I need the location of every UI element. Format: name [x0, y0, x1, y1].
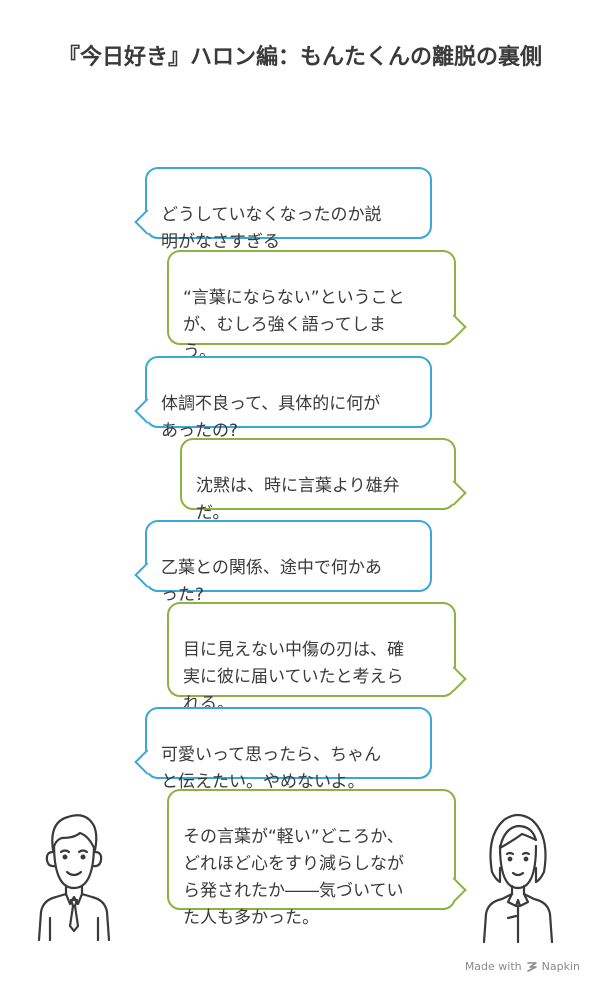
bubble-text: どうしていなくなったのか説 明がなさすぎる [161, 205, 382, 252]
speech-bubble-6: 目に見えない中傷の刃は、確 実に彼に届いていたと考えら れる。 [167, 602, 467, 714]
bubble-tail [441, 666, 467, 692]
bubble-tail [441, 314, 467, 340]
bubble-tail [134, 562, 160, 588]
bubble-tail [134, 749, 160, 775]
footer-prefix: Made with [464, 960, 522, 973]
speech-bubble-1: どうしていなくなったのか説 明がなさすぎる [134, 167, 432, 252]
woman-icon [482, 813, 554, 944]
bubble-text: 可愛いって思ったら、ちゃん と伝えたい。やめないよ。 [161, 745, 382, 792]
speech-bubble-3: 体調不良って、具体的に何が あったの? [134, 356, 432, 441]
bubble-text: その言葉が“軽い”どころか、 どれほど心をすり減らしなが ら発されたか――気づい… [183, 827, 404, 928]
man-with-tie-icon [37, 814, 111, 942]
bubble-tail [441, 877, 467, 903]
speech-bubble-8: その言葉が“軽い”どころか、 どれほど心をすり減らしなが ら発されたか――気づい… [167, 789, 467, 928]
bubble-tail [134, 398, 160, 424]
footer-brand: Napkin [541, 960, 580, 973]
speech-bubble-4: 沈黙は、時に言葉より雄弁 だ。 [180, 438, 467, 523]
page-title: 『今日好き』ハロン編：もんたくんの離脱の裏側 [57, 45, 542, 70]
speech-bubble-5: 乙葉との関係、途中で何かあ った? [134, 520, 432, 605]
bubble-text: 乙葉との関係、途中で何かあ った? [161, 558, 382, 605]
napkin-logo-icon [526, 961, 537, 972]
speech-bubble-7: 可愛いって思ったら、ちゃん と伝えたい。やめないよ。 [134, 707, 432, 792]
bubble-tail [134, 209, 160, 235]
bubble-text: 沈黙は、時に言葉より雄弁 だ。 [196, 476, 400, 523]
footer-credit: Made with Napkin [465, 960, 580, 973]
bubble-text: “言葉にならない”ということ が、むしろ強く語ってしま う。 [183, 288, 405, 362]
speech-bubble-2: “言葉にならない”ということ が、むしろ強く語ってしま う。 [167, 250, 467, 362]
bubble-text: 目に見えない中傷の刃は、確 実に彼に届いていたと考えら れる。 [183, 640, 404, 714]
bubble-tail [441, 480, 467, 506]
bubble-text: 体調不良って、具体的に何が あったの? [161, 394, 381, 441]
